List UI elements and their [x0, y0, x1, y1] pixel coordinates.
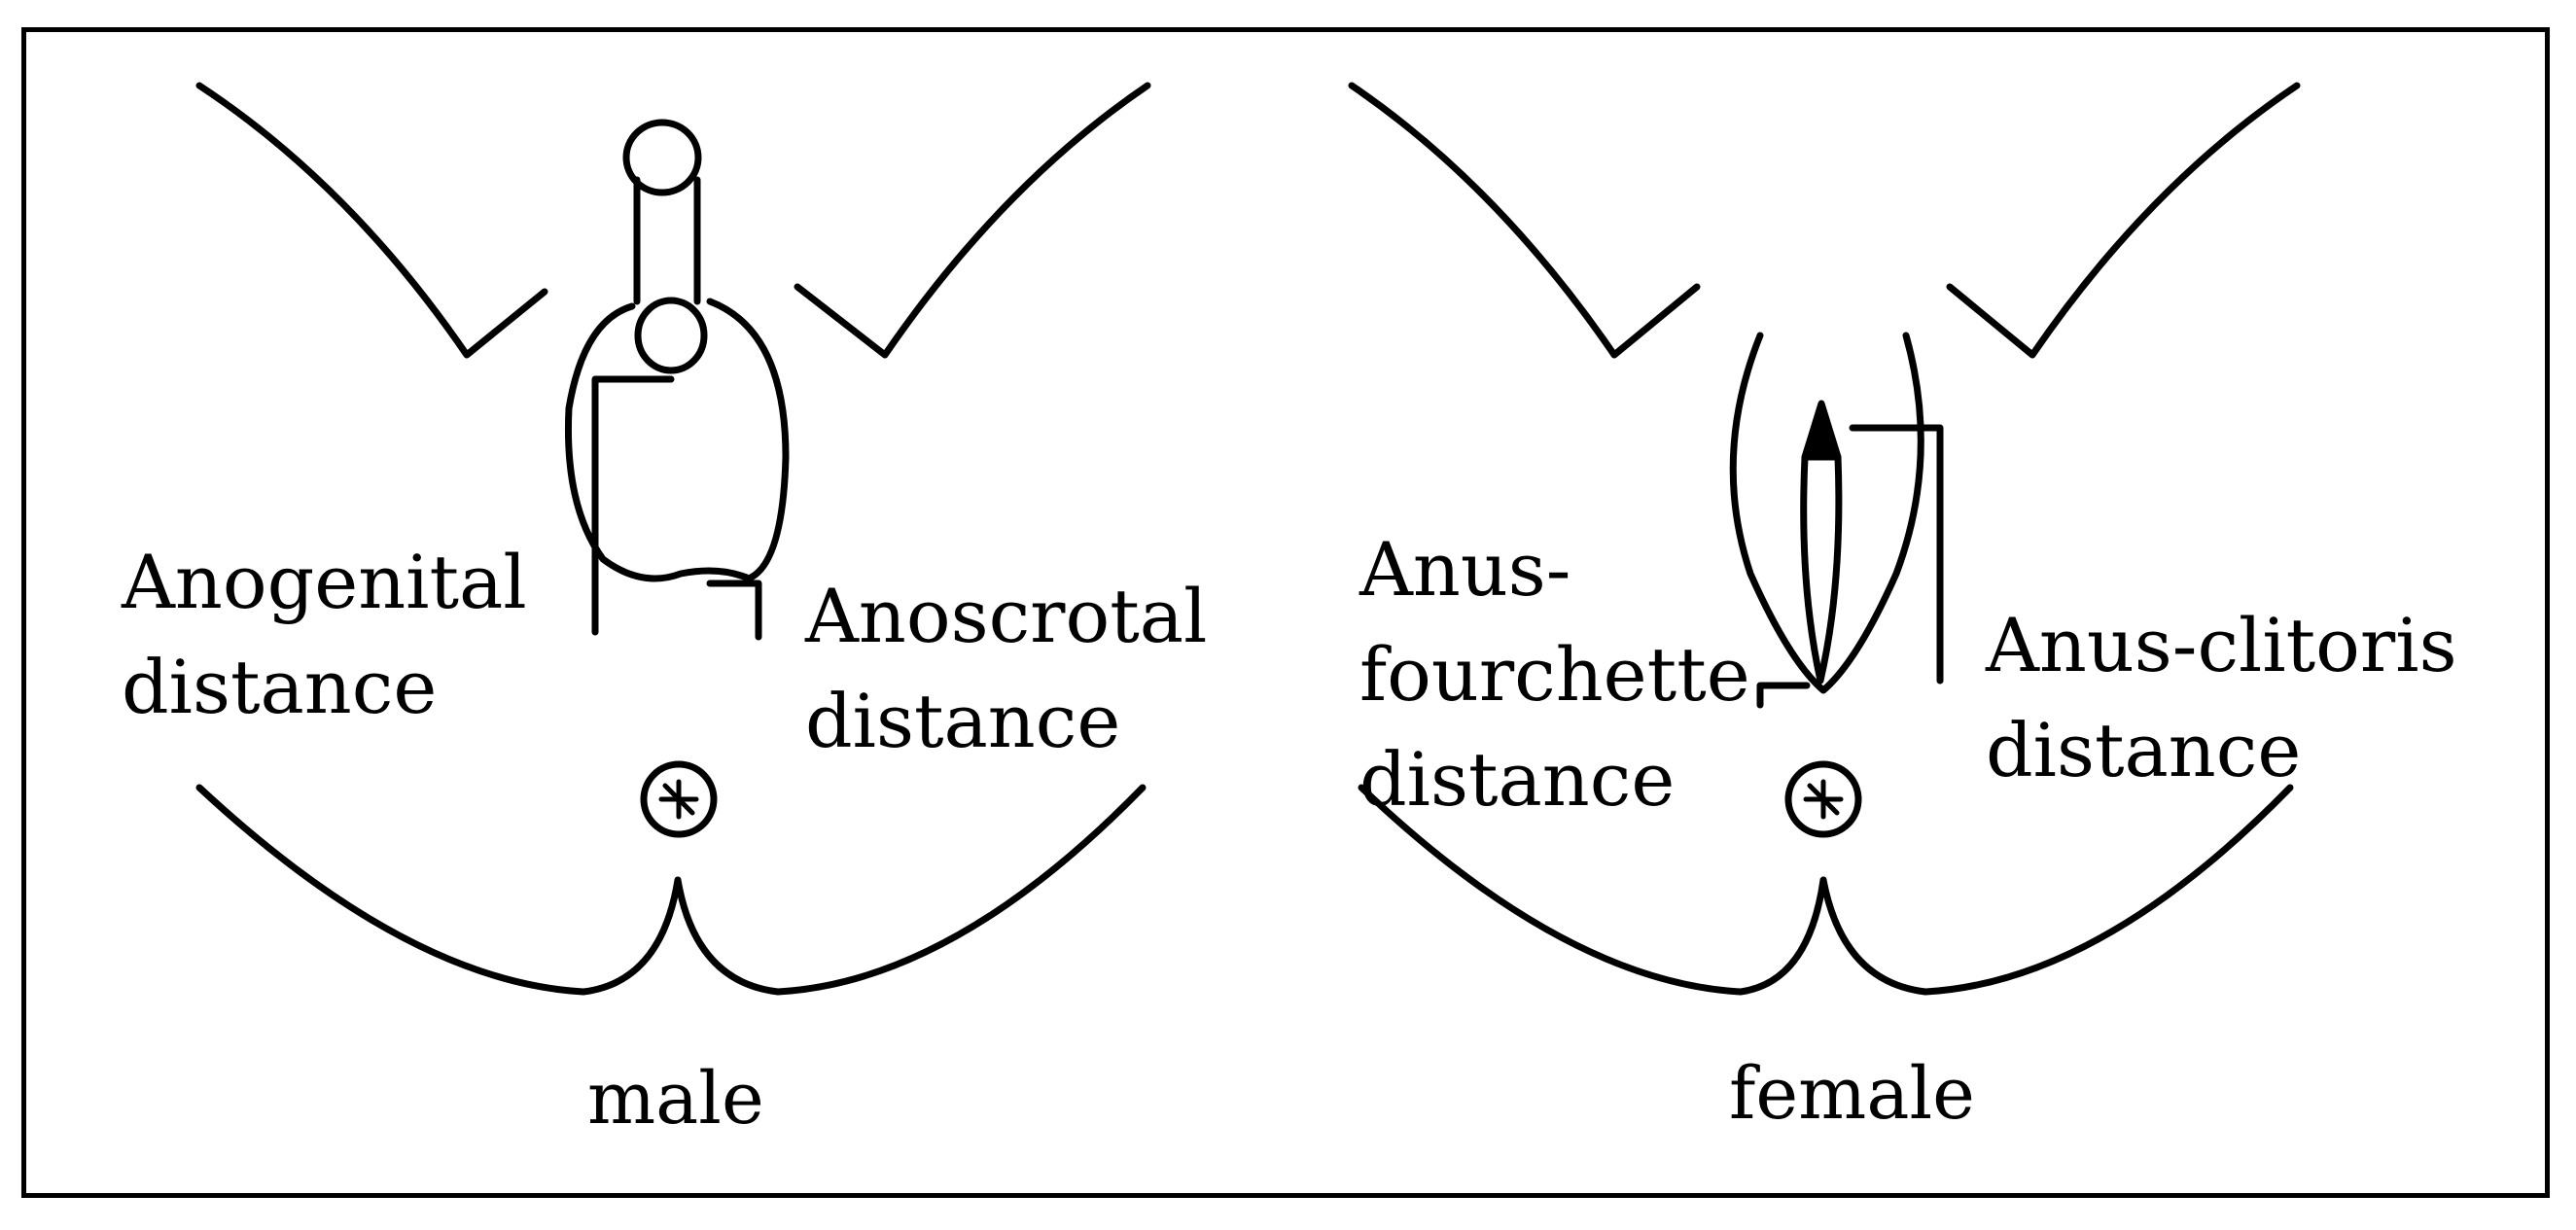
anus-fourchette-bracket	[1756, 682, 1811, 709]
female-outer-labia	[1729, 332, 1924, 694]
anus-fourchette-line2: fourchette	[1359, 631, 1750, 718]
anus-fourchette-line3: distance	[1359, 736, 1676, 823]
male-anus-mark	[658, 779, 699, 820]
male-penis-base	[634, 297, 708, 374]
anus-clitoris-line1: Anus-clitoris	[1986, 602, 2457, 688]
anus-clitoris-bracket	[1849, 424, 1944, 685]
anogenital-distance-label: Anogenital distance	[122, 530, 527, 740]
anus-clitoris-line2: distance	[1986, 707, 2302, 793]
female-figure	[1348, 82, 2301, 996]
female-anus-mark	[1803, 779, 1844, 820]
anoscrotal-line2: distance	[805, 678, 1121, 764]
female-left-groin-line	[1348, 82, 1701, 359]
anus-clitoris-distance-label: Anus-clitoris distance	[1986, 593, 2457, 803]
male-scrotum	[564, 298, 790, 582]
male-penis	[633, 176, 701, 305]
female-caption: female	[1729, 1052, 1975, 1136]
female-clitoris	[1801, 400, 1842, 461]
anus-fourchette-line1: Anus-	[1359, 526, 1571, 613]
figure-frame	[21, 27, 2550, 1198]
male-right-groin-line	[794, 82, 1151, 359]
anoscrotal-line1: Anoscrotal	[805, 573, 1208, 659]
anoscrotal-bracket	[706, 580, 762, 641]
male-glans	[622, 119, 702, 196]
male-left-groin-line	[195, 82, 548, 359]
male-anus	[640, 760, 718, 838]
anogenital-line1: Anogenital	[122, 539, 527, 625]
female-buttocks-line	[1358, 784, 2294, 996]
male-caption: male	[587, 1057, 764, 1141]
male-buttocks-line	[195, 784, 1147, 996]
anogenital-line2: distance	[122, 644, 438, 730]
anoscrotal-distance-label: Anoscrotal distance	[805, 564, 1207, 774]
anogenital-bracket	[591, 375, 675, 636]
female-right-groin-line	[1946, 82, 2301, 359]
male-figure	[195, 82, 1151, 996]
anus-fourchette-distance-label: Anus- fourchette distance	[1359, 517, 1750, 832]
female-anus	[1784, 760, 1862, 838]
female-inner-labia	[1800, 453, 1843, 685]
